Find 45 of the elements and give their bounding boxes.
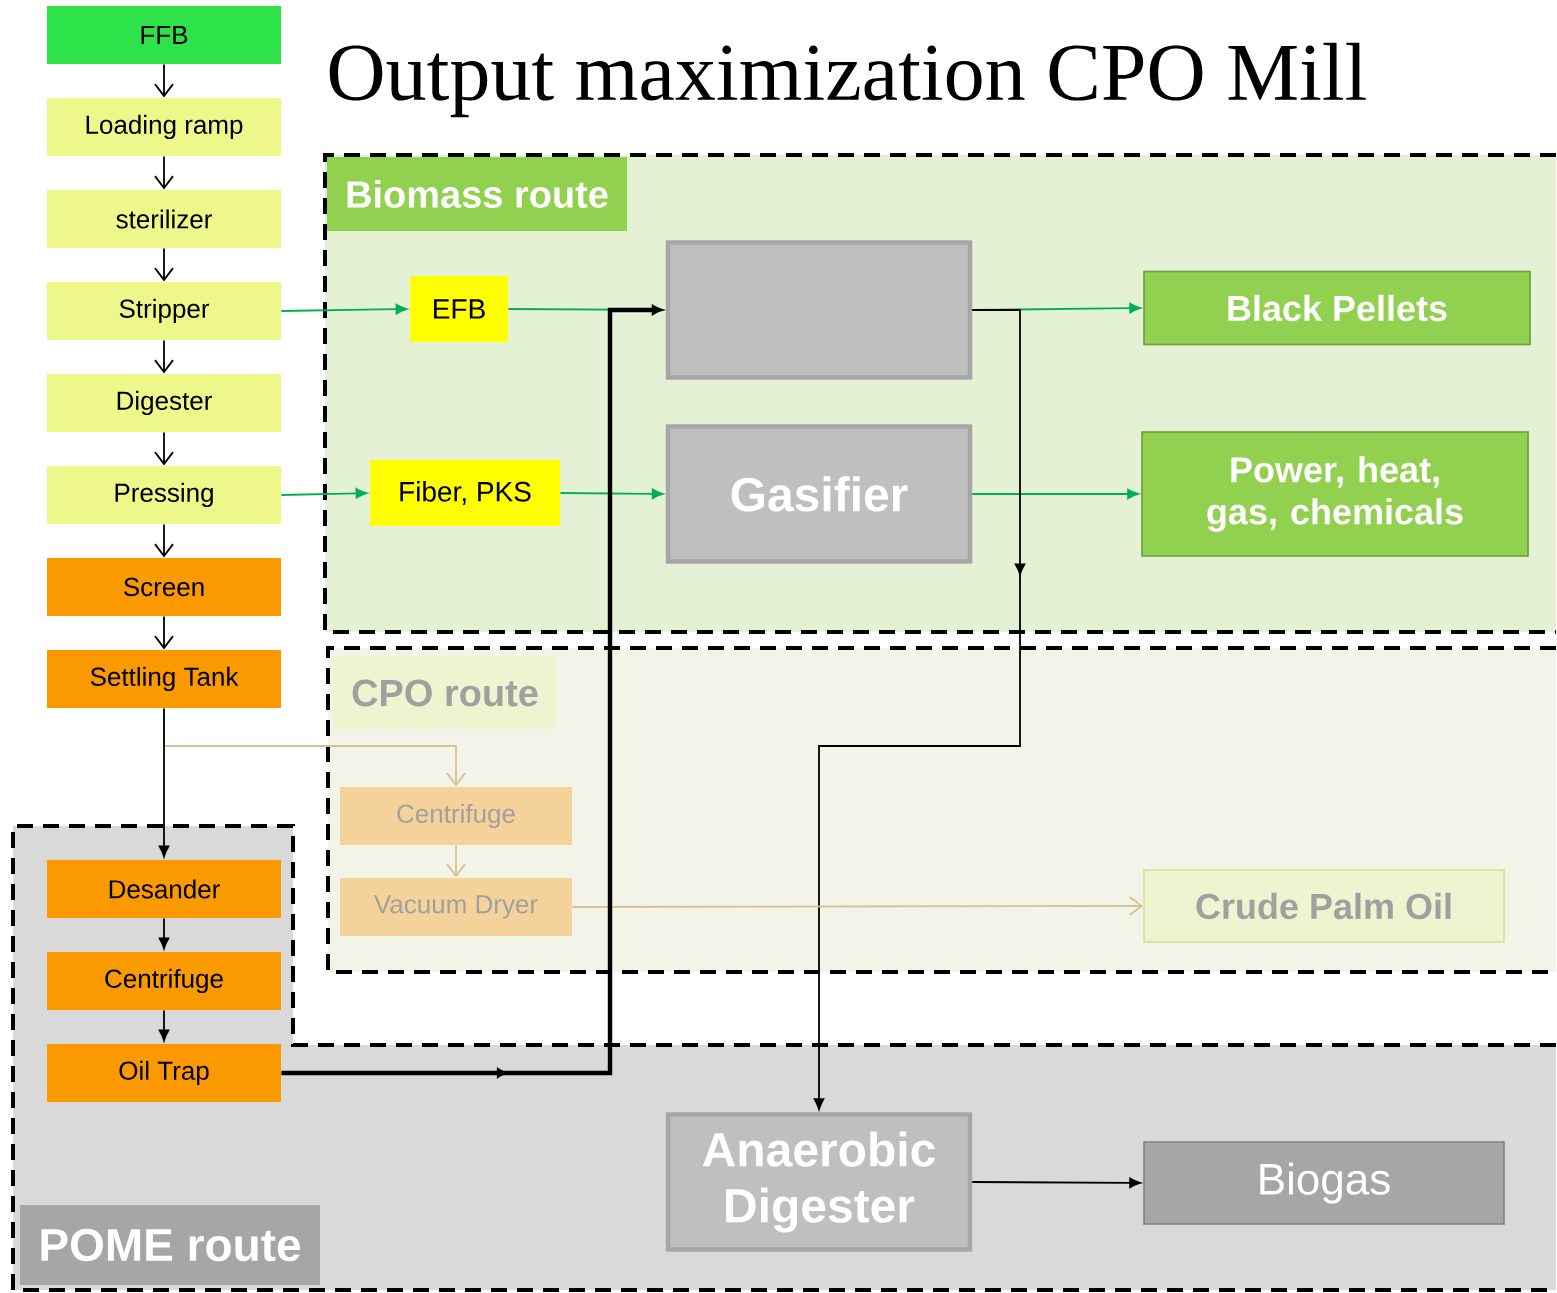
- arrow: [571, 896, 1144, 916]
- product-box: EFB: [410, 276, 508, 342]
- arrow: [154, 431, 174, 466]
- title: Output maximization CPO Mill: [329, 42, 1366, 118]
- process-box: Centrifuge: [340, 787, 572, 845]
- output-box: Biogas: [1143, 1141, 1505, 1225]
- process-box: Settling Tank: [47, 650, 281, 708]
- arrow: [158, 707, 170, 858]
- arrow: [158, 1009, 170, 1042]
- arrow: [280, 304, 408, 315]
- process-box: Digester: [47, 374, 281, 432]
- arrow: [971, 488, 1139, 500]
- process-box: [665, 240, 973, 380]
- output-box: Crude Palm Oil: [1143, 869, 1505, 943]
- process-box: Loading ramp: [47, 98, 281, 156]
- process-box: Gasifier: [665, 424, 973, 564]
- arrow: [154, 523, 174, 558]
- arrow: [154, 339, 174, 374]
- process-box: Centrifuge: [47, 952, 281, 1010]
- region-heading-tab: CPO route: [333, 657, 557, 729]
- process-box: Anaerobic Digester: [665, 1112, 973, 1252]
- process-box: Oil Trap: [47, 1044, 281, 1102]
- product-box: Fiber, PKS: [370, 460, 560, 526]
- process-box: Screen: [47, 558, 281, 616]
- region-heading-tab: POME route: [20, 1205, 320, 1285]
- arrow: [446, 844, 466, 878]
- arrow: [154, 247, 174, 282]
- output-box: Power, heat, gas, chemicals: [1141, 431, 1529, 557]
- output-box: Black Pellets: [1143, 270, 1531, 346]
- process-box: sterilizer: [47, 190, 281, 248]
- arrow: [280, 488, 368, 499]
- arrow: [971, 1177, 1141, 1189]
- arrow: [559, 488, 664, 500]
- arrow: [154, 615, 174, 650]
- process-box: FFB: [47, 6, 281, 64]
- process-box: Stripper: [47, 282, 281, 340]
- arrow: [281, 305, 663, 1078]
- arrow: [813, 309, 1026, 1110]
- process-box: Pressing: [47, 466, 281, 524]
- arrow: [158, 917, 170, 950]
- region-heading-tab: Biomass route: [327, 157, 627, 231]
- process-box: Vacuum Dryer: [340, 878, 572, 936]
- arrow: [154, 63, 174, 98]
- arrow: [154, 155, 174, 190]
- process-box: Desander: [47, 860, 281, 918]
